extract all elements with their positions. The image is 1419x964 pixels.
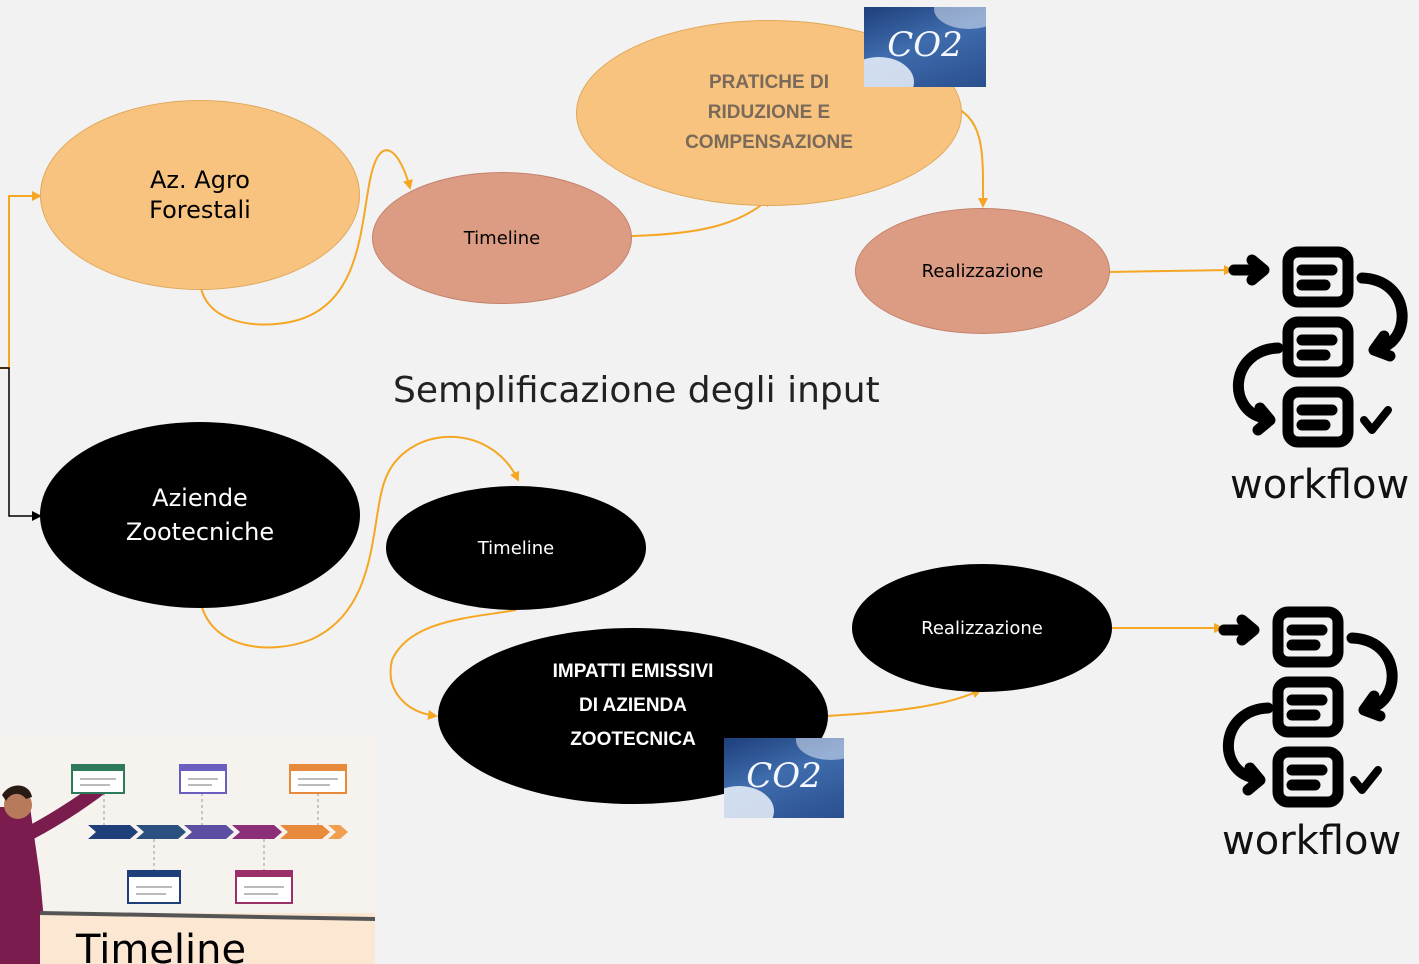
node-aziende-zootecniche[interactable]: Aziende Zootecniche xyxy=(40,422,360,608)
node-az-agro-forestali[interactable]: Az. Agro Forestali xyxy=(40,100,360,290)
connector-realizzazione-workflow-top xyxy=(1107,265,1234,276)
timeline-illustration: Timeline xyxy=(0,737,375,964)
left-branch-line-black xyxy=(0,367,42,521)
workflow-icon-top xyxy=(1222,240,1419,450)
connector-pratiche-realizzazione xyxy=(959,109,989,208)
workflow-steps-icon xyxy=(1218,606,1398,808)
connector-timeline-pratiche xyxy=(631,196,772,237)
workflow-steps-icon xyxy=(1228,246,1408,448)
workflow-icon-bottom xyxy=(1212,600,1412,810)
left-branch-line xyxy=(0,191,42,369)
heading-semplificazione: Semplificazione degli input xyxy=(393,370,880,411)
connector-impatti-realizzazione xyxy=(825,689,982,717)
co2-cloud-image-bottom: CO2 xyxy=(724,738,844,818)
node-realizzazione-top[interactable]: Realizzazione xyxy=(855,208,1110,334)
node-timeline-bottom[interactable]: Timeline xyxy=(386,486,646,610)
workflow-label-top: workflow xyxy=(1230,462,1410,508)
connector-agro-timeline xyxy=(199,149,413,326)
node-timeline-top[interactable]: Timeline xyxy=(372,172,632,304)
timeline-card-label: Timeline xyxy=(76,927,247,964)
workflow-label-bottom: workflow xyxy=(1222,818,1402,864)
connector-timeline-impatti xyxy=(389,609,517,720)
co2-cloud-image-top: CO2 xyxy=(864,7,986,87)
node-realizzazione-bottom[interactable]: Realizzazione xyxy=(852,564,1112,692)
connector-zootecniche-timeline xyxy=(199,435,520,649)
timeline-illustration-graphic xyxy=(0,764,375,964)
